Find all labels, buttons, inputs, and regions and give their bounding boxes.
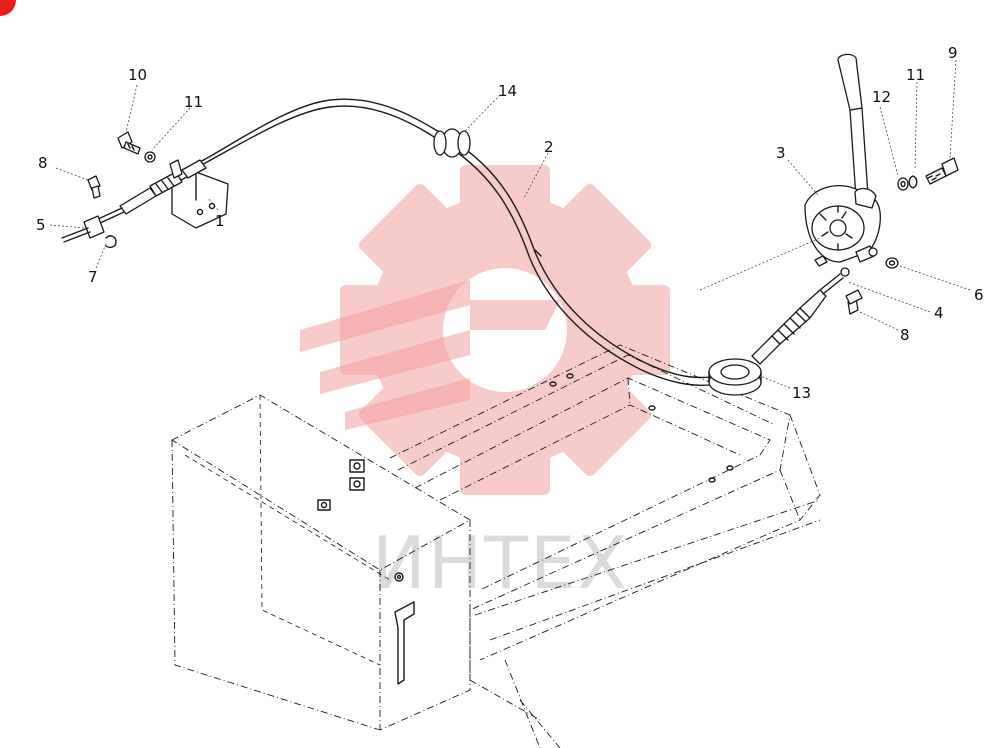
callout-4: 4	[934, 304, 944, 322]
callout-2: 2	[544, 138, 554, 156]
callout-6: 6	[974, 286, 984, 304]
watermark-text: ИНТЕХ	[372, 521, 629, 605]
shift-lever-assembly-3	[804, 53, 881, 267]
callout-8-left: 8	[38, 154, 48, 172]
washer-12	[897, 177, 909, 191]
bolt-10	[117, 131, 141, 155]
grommet-13	[708, 358, 762, 396]
lockwasher-11-right	[908, 175, 918, 189]
callout-1: 1	[215, 212, 225, 230]
callout-11-left: 11	[184, 93, 203, 111]
callout-11-right: 11	[906, 66, 925, 84]
callout-labels: 10 11 8 5 7 1 14 2 3 12 11 9 6 4 8 13	[36, 44, 984, 402]
clip-7	[105, 235, 117, 249]
cable-end-left	[95, 159, 207, 225]
cable-end-4	[751, 267, 850, 365]
callout-10-left: 10	[128, 66, 147, 84]
control-cable	[195, 98, 723, 386]
washer-6	[885, 257, 899, 269]
grommet-14	[433, 128, 471, 158]
bolt-9	[925, 157, 959, 185]
callout-8-right: 8	[900, 326, 910, 344]
callout-7: 7	[88, 268, 98, 286]
machine-base	[171, 344, 821, 748]
callout-3: 3	[776, 144, 786, 162]
callout-13: 13	[792, 384, 811, 402]
clevis-5	[61, 215, 105, 243]
bolt-8-left	[87, 175, 101, 199]
bolt-8-right	[845, 289, 863, 315]
corner-marker	[0, 0, 16, 16]
leader-lines	[49, 59, 971, 389]
callout-9: 9	[948, 44, 958, 62]
callout-5: 5	[36, 216, 46, 234]
callout-12: 12	[872, 88, 891, 106]
watermark-gear-logo-icon	[300, 165, 670, 495]
lockwasher-11-left	[144, 151, 156, 163]
callout-14: 14	[498, 82, 517, 100]
